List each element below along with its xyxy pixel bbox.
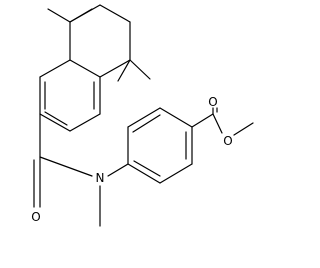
bond-aromatic-ring-c — [127, 107, 161, 128]
bond-c-n — [39, 156, 93, 177]
bond-aromatic-ring-c — [127, 163, 161, 184]
structure-canvas: O N O O — [31, 4, 254, 227]
atom-label-n-amide: N — [96, 171, 105, 185]
bond-o-methyl — [233, 122, 254, 136]
atom-label-group: O N O O — [31, 95, 232, 224]
atom-label-o-ester: O — [223, 134, 232, 148]
atom-label-o-amide: O — [31, 210, 40, 224]
bond-aromatic-ring-a — [69, 113, 101, 132]
bond-saturated-ring-b — [99, 4, 131, 23]
bond-double-inner-c — [133, 160, 161, 177]
bond-aromatic-ring-a — [39, 113, 71, 132]
atom-label-o-carbonyl: O — [208, 95, 217, 109]
bond-methyl — [47, 8, 71, 23]
molecule-structure: O N O O — [31, 4, 254, 227]
bond-ester-c-o-single — [212, 113, 223, 134]
bond-aromatic-ring-a — [39, 59, 71, 78]
bond-ring-to-ester — [191, 113, 214, 128]
bond-aromatic-ring-a — [69, 59, 101, 78]
bond-group — [33, 4, 254, 227]
bond-double-inner-c — [132, 114, 161, 133]
bond-aromatic-ring-c — [159, 163, 193, 184]
bond-aromatic-ring-c — [159, 107, 193, 128]
bond-methyl — [69, 8, 93, 23]
bond-methyl — [129, 59, 151, 80]
bond-n-aryl — [107, 163, 129, 177]
bond-saturated-ring-b — [99, 59, 131, 78]
bond-methyl — [117, 59, 131, 82]
bond-double-inner-a — [44, 111, 68, 126]
